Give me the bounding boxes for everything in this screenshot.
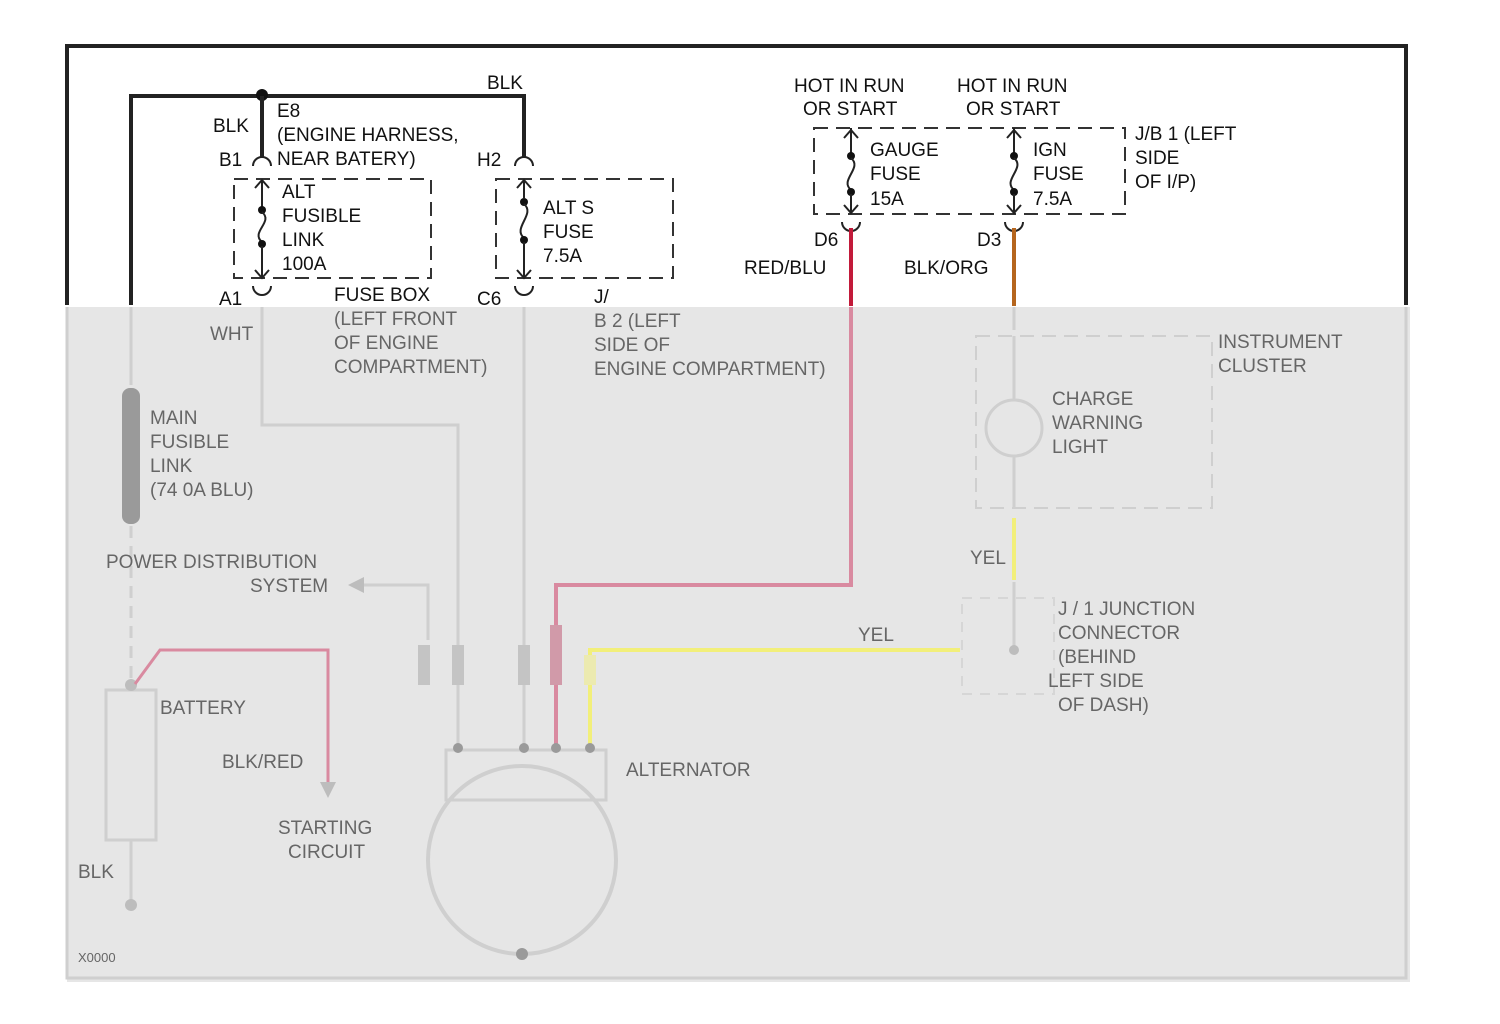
label-blk-top: BLK [487, 73, 523, 94]
label-engine-harness-1: (ENGINE HARNESS, [277, 125, 459, 146]
label-d3: D3 [977, 230, 1001, 251]
label-charge-1: CHARGE [1052, 389, 1133, 410]
label-gauge-3: 15A [870, 189, 904, 210]
label-hot1-2: OR START [803, 99, 898, 120]
label-yel-2: YEL [858, 625, 894, 646]
label-a1: A1 [219, 289, 242, 310]
label-junction-2: CONNECTOR [1058, 623, 1180, 644]
label-battery: BATTERY [160, 698, 246, 719]
label-alternator: ALTERNATOR [626, 760, 751, 781]
label-j2-3: ENGINE COMPARTMENT) [594, 359, 826, 380]
label-hot1-1: HOT IN RUN [794, 76, 904, 97]
label-blk-left: BLK [213, 116, 249, 137]
label-junction-1: J / 1 JUNCTION [1058, 599, 1195, 620]
label-blk-org: BLK/ORG [904, 258, 988, 279]
label-code: X0000 [78, 950, 116, 965]
label-junction-5: OF DASH) [1058, 695, 1149, 716]
label-alt-link-3: LINK [282, 230, 325, 251]
label-jb1-3: OF I/P) [1135, 172, 1196, 193]
label-power-dist-1: POWER DISTRIBUTION [106, 552, 317, 573]
label-ign-3: 7.5A [1033, 189, 1072, 210]
label-main-link-3: LINK [150, 456, 193, 477]
label-wht: WHT [210, 324, 254, 345]
label-e8: E8 [277, 101, 300, 122]
label-jb1-2: SIDE [1135, 148, 1179, 169]
label-junction-4: LEFT SIDE [1048, 671, 1144, 692]
label-main-link-4: (74 0A BLU) [150, 480, 254, 501]
label-starting-2: CIRCUIT [288, 842, 365, 863]
label-j2-2: SIDE OF [594, 335, 670, 356]
label-engine-harness-2: NEAR BATERY) [277, 149, 416, 170]
label-alt-link-4: 100A [282, 254, 327, 275]
label-charge-2: WARNING [1052, 413, 1143, 434]
label-junction-3: (BEHIND [1058, 647, 1136, 668]
label-jb1-1: J/B 1 (LEFT [1135, 124, 1237, 145]
label-instrument-2: CLUSTER [1218, 356, 1307, 377]
label-hot2-2: OR START [966, 99, 1061, 120]
label-main-link-1: MAIN [150, 408, 198, 429]
label-alt-s-2: FUSE [543, 222, 594, 243]
label-alt-link-2: FUSIBLE [282, 206, 361, 227]
label-fuse-box-loc-2: OF ENGINE [334, 333, 439, 354]
alt-fusible-link-box [234, 179, 431, 278]
blurred-overlay [67, 307, 1410, 982]
label-instrument-1: INSTRUMENT [1218, 332, 1343, 353]
label-j-slash: J/ [594, 287, 610, 308]
connector-b1 [253, 157, 271, 166]
battery-terminal-positive [125, 679, 137, 691]
label-ign-2: FUSE [1033, 164, 1084, 185]
alt-s-fuse-symbol [517, 180, 531, 278]
connector-h2 [515, 157, 533, 166]
main-fusible-link [122, 388, 140, 524]
label-gauge-1: GAUGE [870, 140, 939, 161]
label-main-link-2: FUSIBLE [150, 432, 229, 453]
label-fuse-box: FUSE BOX [334, 285, 430, 306]
label-power-dist-2: SYSTEM [250, 576, 328, 597]
junction-splice [1009, 645, 1019, 655]
label-gauge-2: FUSE [870, 164, 921, 185]
label-alt-s-3: 7.5A [543, 246, 582, 267]
label-j2-1: B 2 (LEFT [594, 311, 681, 332]
connector-c6 [515, 286, 533, 295]
label-starting-1: STARTING [278, 818, 372, 839]
label-hot2-1: HOT IN RUN [957, 76, 1067, 97]
diagram-frame [67, 46, 1406, 305]
label-b1: B1 [219, 150, 242, 171]
label-alt-link-1: ALT [282, 182, 316, 203]
label-fuse-box-loc-3: COMPARTMENT) [334, 357, 487, 378]
label-blk-red: BLK/RED [222, 752, 303, 773]
label-alt-s-1: ALT S [543, 198, 594, 219]
label-fuse-box-loc-1: (LEFT FRONT [334, 309, 458, 330]
gauge-fuse-symbol [842, 128, 860, 231]
label-c6: C6 [477, 289, 501, 310]
ign-fuse-symbol [1005, 128, 1023, 231]
label-ign-1: IGN [1033, 140, 1067, 161]
fusible-link-symbol [255, 180, 269, 278]
label-d6: D6 [814, 230, 838, 251]
label-h2: H2 [477, 150, 501, 171]
connector-a1 [253, 286, 271, 295]
label-charge-3: LIGHT [1052, 437, 1108, 458]
label-red-blu: RED/BLU [744, 258, 826, 279]
battery-ground [125, 899, 137, 911]
label-blk-bottom: BLK [78, 862, 114, 883]
label-yel-1: YEL [970, 548, 1006, 569]
